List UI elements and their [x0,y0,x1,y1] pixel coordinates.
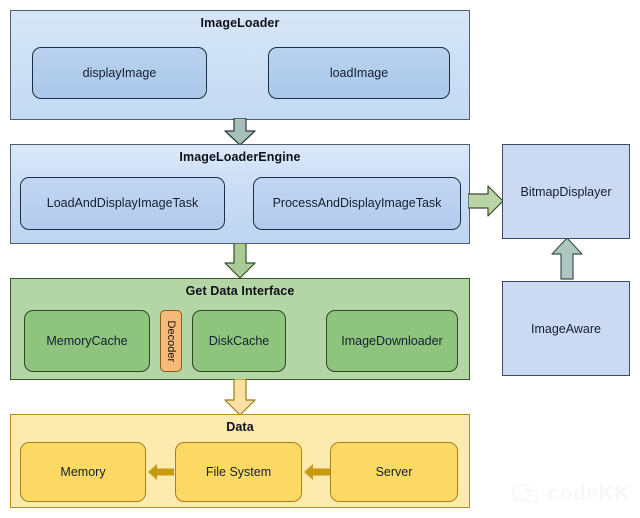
node-label-server: Server [375,464,413,479]
node-decoder[interactable]: Decoder [160,310,182,372]
panel-title-data: Data [226,420,254,434]
node-image-aware[interactable]: ImageAware [502,281,630,376]
node-display-image[interactable]: displayImage [32,47,207,99]
watermark: codeKK [511,482,630,506]
node-label-memory-cache: MemoryCache [46,333,128,348]
node-label-load-and-display-image-task: LoadAndDisplayImageTask [46,196,199,211]
panel-title-image-loader-engine: ImageLoaderEngine [179,150,301,164]
node-memory[interactable]: Memory [20,442,146,502]
node-bitmap-displayer[interactable]: BitmapDisplayer [502,144,630,239]
node-file-system[interactable]: File System [175,442,302,502]
node-load-image[interactable]: loadImage [268,47,450,99]
node-image-downloader[interactable]: ImageDownloader [326,310,458,372]
node-label-image-aware: ImageAware [531,321,601,336]
arrow-image-loader-to-engine [224,118,256,146]
arrow-file-system-to-memory [148,463,174,481]
node-label-decoder: Decoder [165,320,178,362]
node-label-image-downloader: ImageDownloader [341,333,443,348]
node-label-load-image: loadImage [329,65,389,80]
node-label-bitmap-displayer: BitmapDisplayer [520,184,612,199]
node-memory-cache[interactable]: MemoryCache [24,310,150,372]
arrow-engine-to-bitmap-displayer [468,185,504,217]
node-label-process-and-display-image-task: ProcessAndDisplayImageTask [272,196,442,211]
node-load-and-display-image-task[interactable]: LoadAndDisplayImageTask [20,177,225,230]
watermark-text: codeKK [547,482,630,505]
arrow-image-aware-to-bitmap-displayer [551,238,583,280]
panel-title-image-loader: ImageLoader [200,16,280,30]
arrow-get-data-interface-to-data [224,379,256,416]
node-label-disk-cache: DiskCache [208,333,270,348]
node-label-file-system: File System [205,464,272,479]
node-disk-cache[interactable]: DiskCache [192,310,286,372]
node-process-and-display-image-task[interactable]: ProcessAndDisplayImageTask [253,177,461,230]
node-label-memory: Memory [60,464,106,479]
wechat-bubbles-icon [511,483,539,505]
arrow-server-to-file-system [304,463,330,481]
node-server[interactable]: Server [330,442,458,502]
node-label-display-image: displayImage [82,65,157,80]
panel-title-get-data-interface: Get Data Interface [185,284,295,298]
arrow-engine-to-get-data-interface [224,243,256,279]
